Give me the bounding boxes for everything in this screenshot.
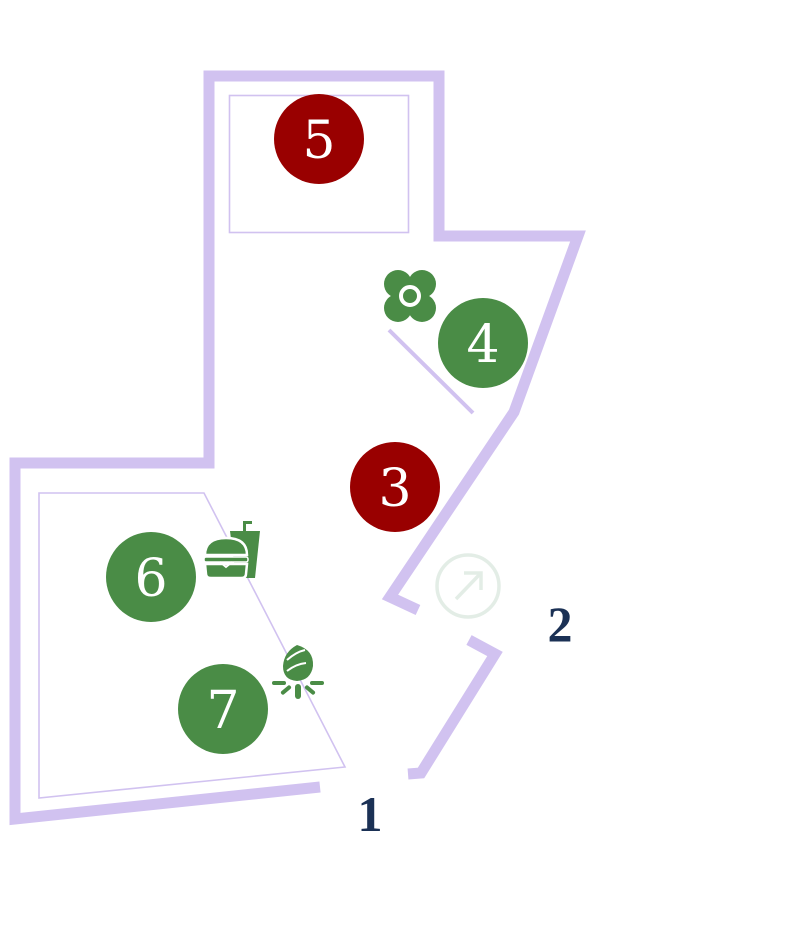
marker-4[interactable]: 4 [438, 298, 528, 388]
marker-4-label: 4 [466, 315, 499, 375]
marker-5-label: 5 [302, 111, 335, 171]
marker-7-label: 7 [206, 681, 239, 741]
marker-6-label: 6 [134, 549, 167, 609]
marker-3-label: 3 [378, 459, 411, 519]
marker-6[interactable]: 6 [106, 532, 196, 622]
divider-line [387, 328, 475, 415]
flower-icon [384, 270, 436, 322]
wall-entrance-right [407, 635, 503, 780]
marker-7[interactable]: 7 [178, 664, 268, 754]
marker-3[interactable]: 3 [350, 442, 440, 532]
entrance-1-label[interactable]: 1 [358, 786, 383, 842]
outer-walls [9, 70, 586, 826]
campfire-icon [272, 645, 324, 699]
wall-main [9, 70, 586, 826]
compass-arrow-icon[interactable] [435, 553, 501, 619]
entrance-2-label[interactable]: 2 [548, 596, 573, 652]
marker-5[interactable]: 5 [274, 94, 364, 184]
room-left [38, 492, 347, 799]
burger-drink-icon [203, 521, 260, 580]
